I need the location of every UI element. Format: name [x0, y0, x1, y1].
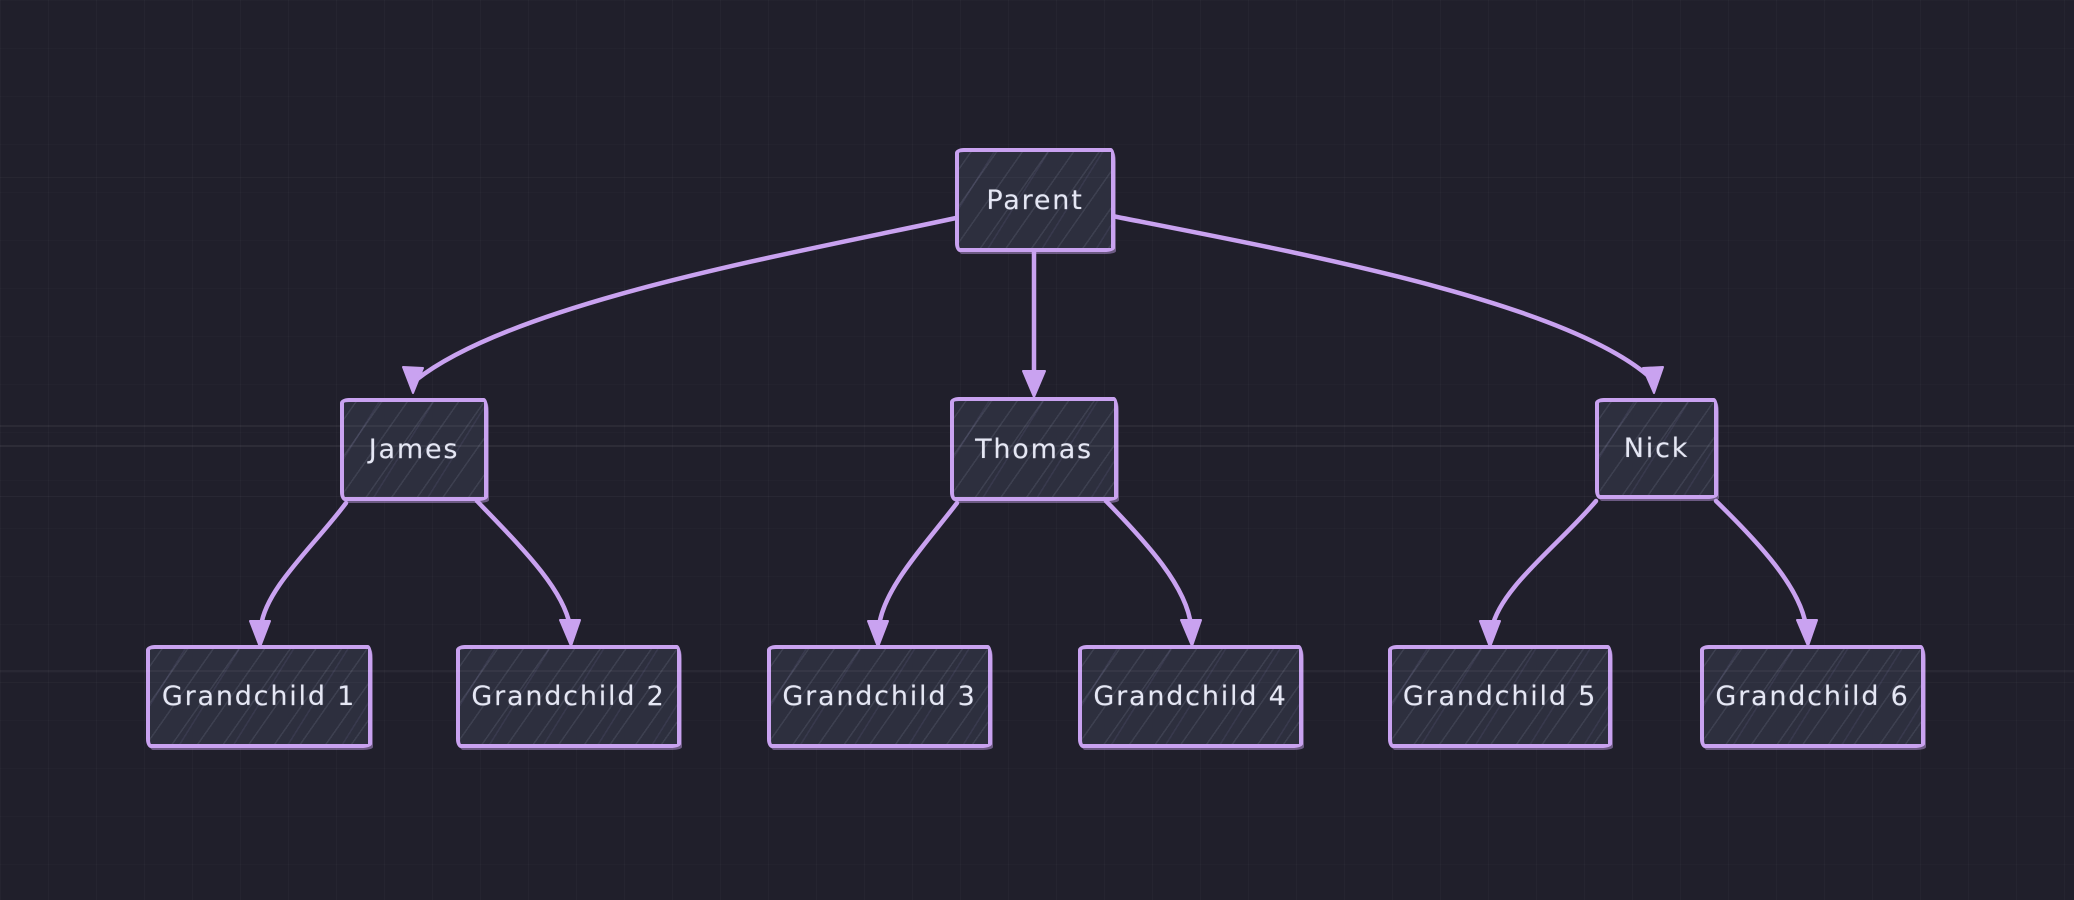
- edge-james-grandchild2[interactable]: [474, 498, 581, 647]
- node-grandchild-6[interactable]: Grandchild 6: [1700, 645, 1925, 748]
- edge-thomas-grandchild4[interactable]: [1103, 498, 1202, 647]
- arrowhead: [1479, 620, 1501, 648]
- node-label: Parent: [986, 184, 1084, 216]
- node-label: Grandchild 4: [1093, 681, 1288, 712]
- arrowhead: [867, 620, 889, 648]
- arrowhead: [249, 620, 271, 648]
- node-label: Grandchild 3: [782, 681, 977, 712]
- arrowhead: [402, 366, 424, 394]
- node-grandchild-3[interactable]: Grandchild 3: [767, 645, 992, 748]
- node-label: Grandchild 5: [1402, 681, 1598, 712]
- edge-james-grandchild1[interactable]: [249, 500, 349, 648]
- edge-nick-grandchild6[interactable]: [1713, 498, 1818, 647]
- edge-thomas-grandchild3[interactable]: [867, 500, 960, 648]
- node-label: James: [368, 434, 460, 465]
- arrowhead: [559, 619, 581, 647]
- node-label: Grandchild 2: [471, 681, 666, 712]
- node-label: Grandchild 6: [1715, 681, 1910, 712]
- node-label: Grandchild 1: [161, 681, 357, 712]
- arrowhead: [1796, 619, 1818, 647]
- node-label: Thomas: [975, 433, 1093, 465]
- arrowhead: [1642, 366, 1664, 394]
- arrowhead: [1022, 370, 1046, 398]
- node-grandchild-4[interactable]: Grandchild 4: [1078, 645, 1303, 748]
- edge-parent-nick[interactable]: [1109, 213, 1664, 394]
- node-label: Nick: [1623, 433, 1690, 464]
- node-james[interactable]: James: [340, 398, 488, 501]
- node-grandchild-5[interactable]: Grandchild 5: [1388, 645, 1612, 748]
- node-nick[interactable]: Nick: [1595, 398, 1718, 499]
- arrowhead: [1180, 619, 1202, 647]
- edge-nick-grandchild5[interactable]: [1479, 498, 1599, 648]
- node-thomas[interactable]: Thomas: [950, 397, 1118, 501]
- edge-parent-thomas[interactable]: [1022, 249, 1046, 398]
- node-grandchild-2[interactable]: Grandchild 2: [456, 645, 681, 748]
- node-grandchild-1[interactable]: Grandchild 1: [146, 645, 372, 748]
- edge-parent-james[interactable]: [402, 215, 959, 394]
- node-parent[interactable]: Parent: [955, 148, 1115, 252]
